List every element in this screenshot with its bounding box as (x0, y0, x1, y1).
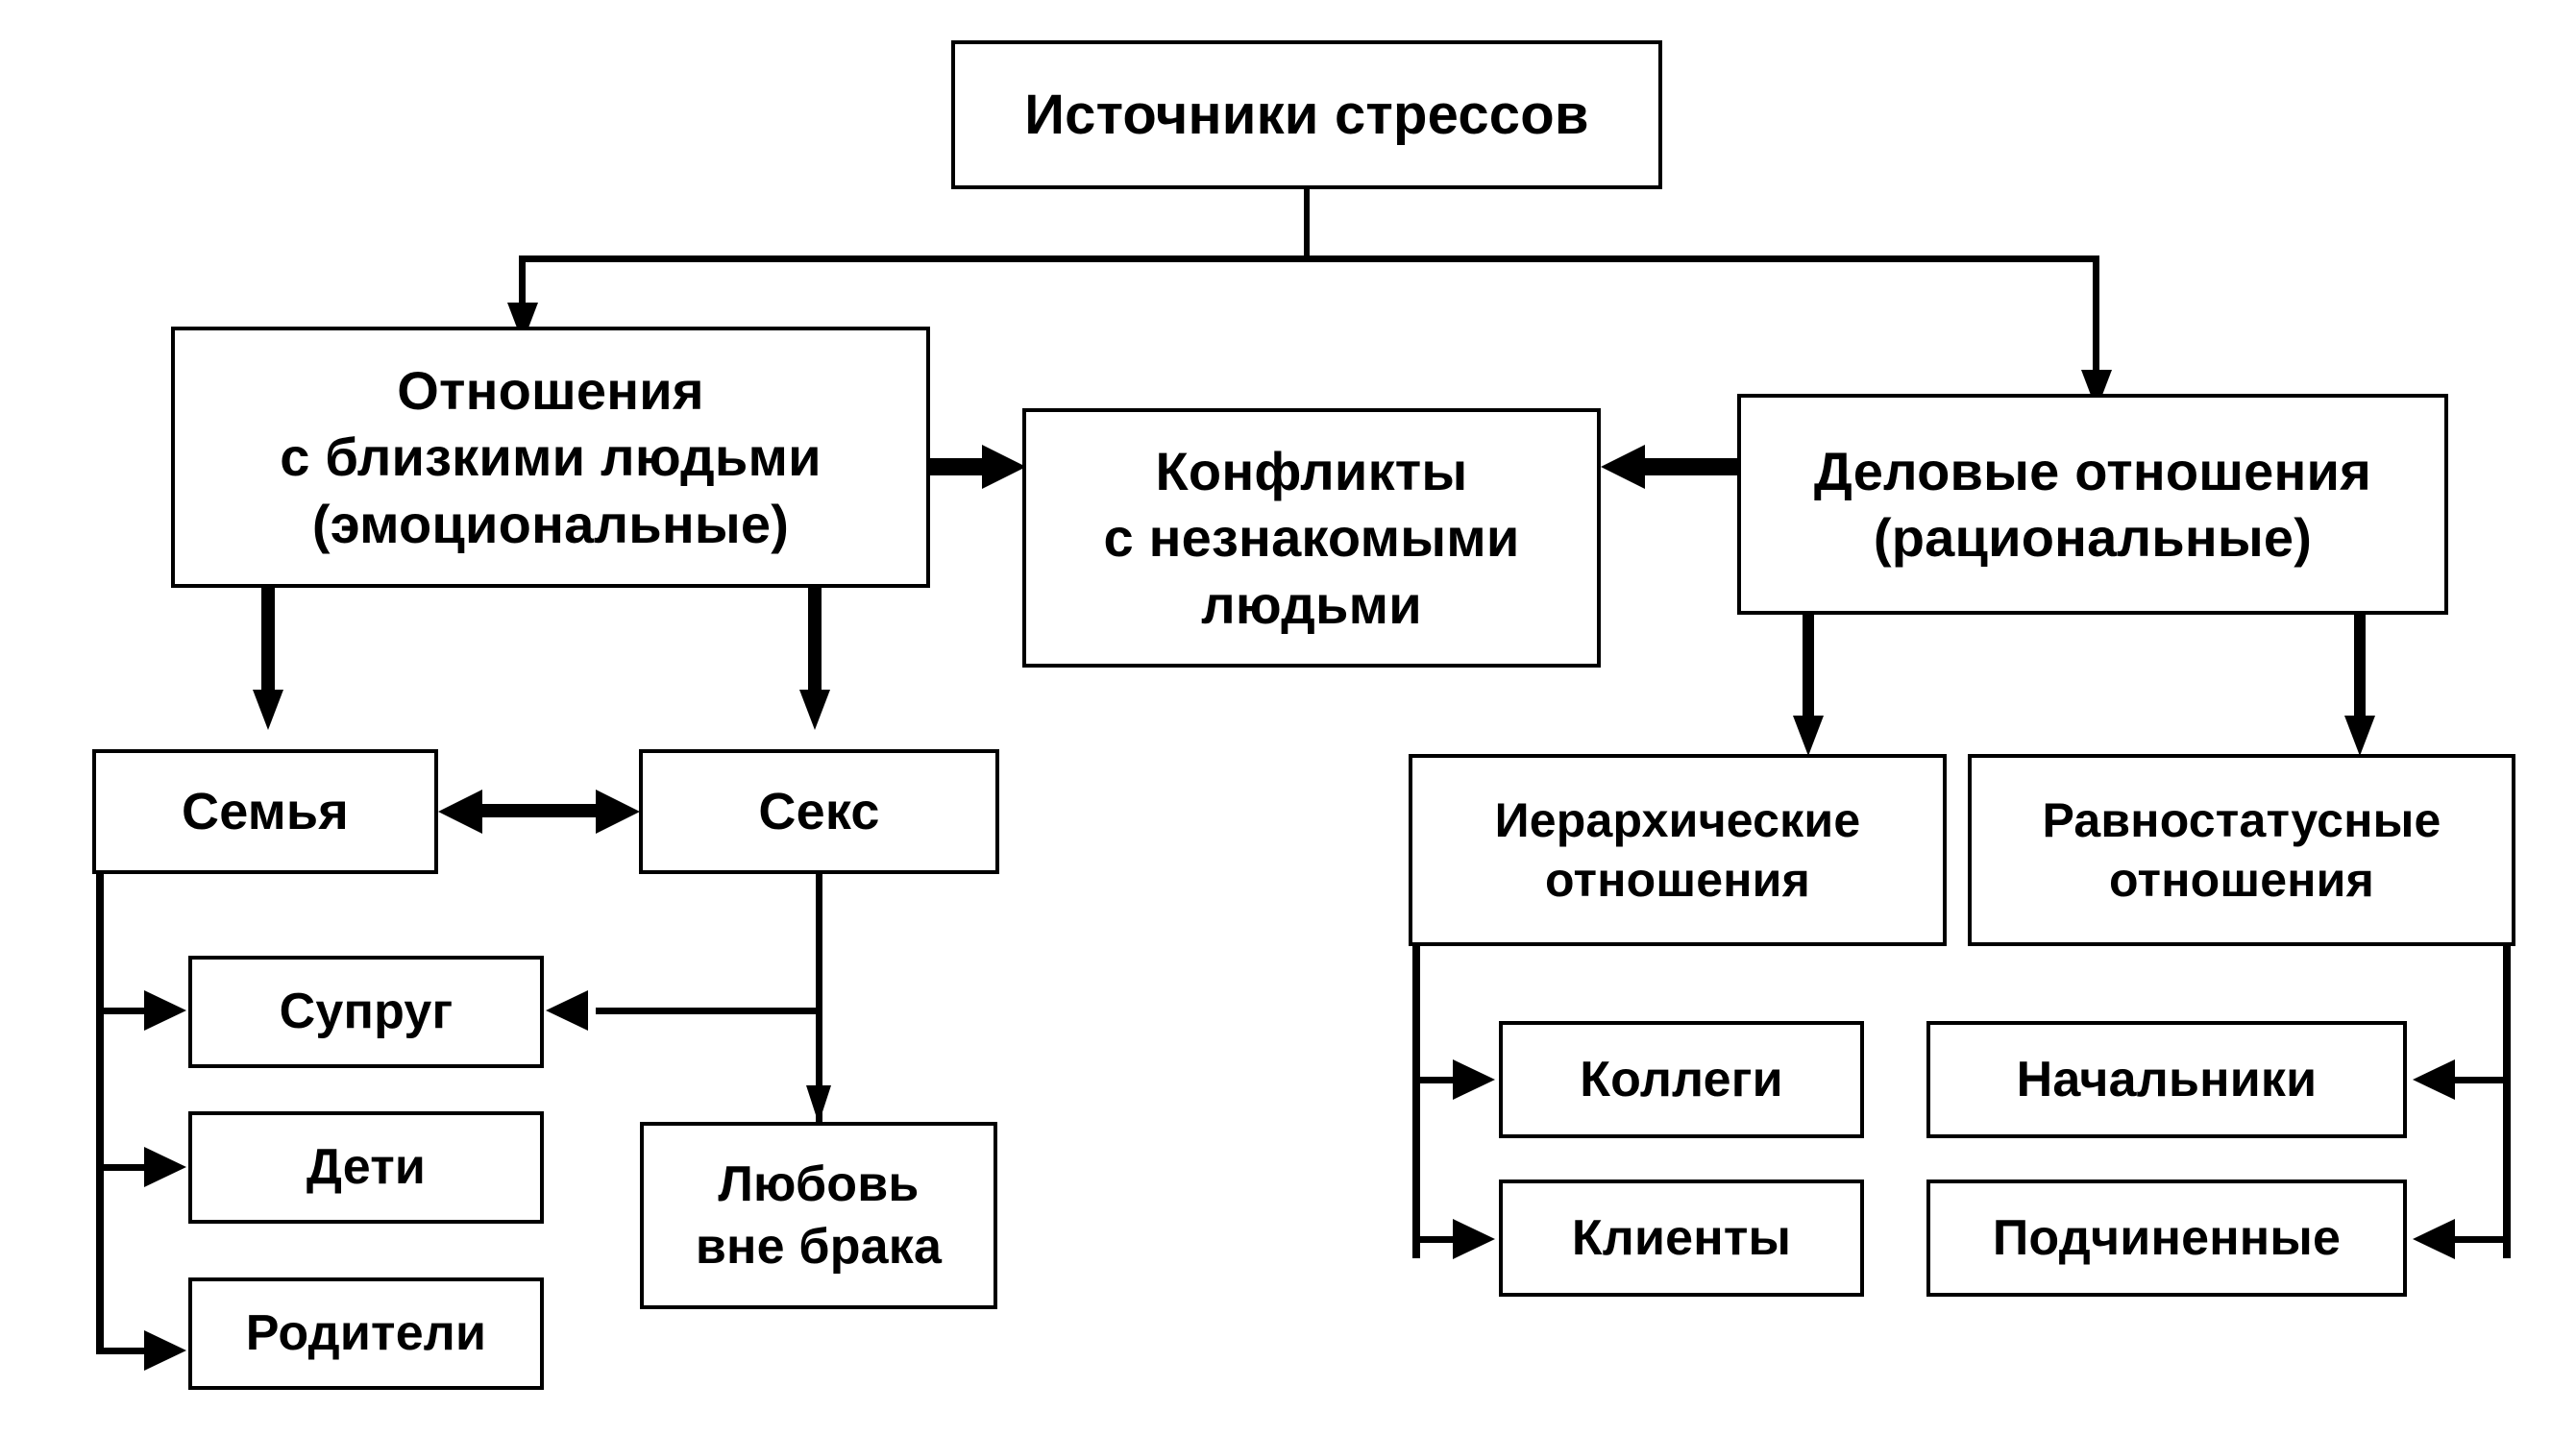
node-business-relations-label: Деловые отношения (рациональные) (1813, 440, 2372, 568)
connector-business-to-conflicts (1645, 458, 1737, 475)
arrow-business-to-equal-status (2344, 716, 2375, 756)
connector-equal-status-bus-vertical (2503, 946, 2511, 1258)
node-hierarchical[interactable]: Иерархические отношения (1409, 754, 1947, 946)
node-children-label: Дети (306, 1139, 427, 1196)
connector-business-to-equal-status-stem (2354, 615, 2366, 720)
node-clients-label: Клиенты (1571, 1209, 1792, 1266)
arrow-hierarchical-to-clients (1453, 1219, 1495, 1259)
arrow-business-relations-to-conflicts (1601, 445, 1645, 489)
node-root[interactable]: Источники стрессов (951, 40, 1662, 189)
node-conflicts-label: Конфликты с незнакомыми людьми (1103, 440, 1520, 635)
node-love-outside-marriage[interactable]: Любовь вне брака (640, 1122, 997, 1309)
connector-close-to-family-stem (261, 588, 275, 693)
arrow-family-to-children (144, 1147, 186, 1187)
arrow-close-relations-to-conflicts (982, 445, 1026, 489)
arrow-equal-status-to-bosses (2413, 1059, 2455, 1100)
connector-equal-status-to-subordinates (2453, 1236, 2511, 1243)
arrow-hierarchical-to-colleagues (1453, 1059, 1495, 1100)
node-parents-label: Родители (245, 1305, 487, 1362)
arrow-close-relations-to-family (253, 690, 283, 730)
node-conflicts[interactable]: Конфликты с незнакомыми людьми (1022, 408, 1601, 668)
connector-hierarchical-bus-vertical (1412, 946, 1420, 1258)
node-close-relations-label: Отношения с близкими людьми (эмоциональн… (280, 359, 822, 554)
connector-root-left-drop (519, 255, 526, 306)
node-clients[interactable]: Клиенты (1499, 1180, 1864, 1297)
connector-family-to-children (96, 1164, 165, 1171)
connector-sex-stem-down (816, 874, 822, 1124)
node-spouse-label: Супруг (279, 984, 454, 1040)
connector-hierarchical-to-clients (1412, 1236, 1470, 1243)
node-spouse[interactable]: Супруг (188, 956, 544, 1068)
connector-root-stem (1304, 189, 1310, 260)
node-sex[interactable]: Секс (639, 749, 999, 874)
node-sex-label: Секс (758, 782, 880, 840)
node-close-relations[interactable]: Отношения с близкими людьми (эмоциональн… (171, 327, 930, 588)
connector-family-bus-vertical (96, 874, 104, 1354)
connector-close-to-sex-stem (808, 588, 822, 693)
connector-sex-to-spouse (596, 1008, 819, 1014)
connector-close-to-conflicts (930, 458, 990, 475)
node-bosses[interactable]: Начальники (1926, 1021, 2407, 1138)
node-family[interactable]: Семья (92, 749, 438, 874)
node-hierarchical-label: Иерархические отношения (1494, 793, 1861, 907)
node-root-label: Источники стрессов (1024, 83, 1589, 146)
node-colleagues-label: Коллеги (1580, 1051, 1783, 1107)
node-equal-status[interactable]: Равностатусные отношения (1968, 754, 2515, 946)
node-parents[interactable]: Родители (188, 1277, 544, 1390)
arrow-equal-status-to-subordinates (2413, 1219, 2455, 1259)
arrow-sex-to-spouse (546, 990, 588, 1031)
node-colleagues[interactable]: Коллеги (1499, 1021, 1864, 1138)
connector-family-to-spouse (96, 1008, 165, 1014)
node-subordinates-label: Подчиненные (1992, 1209, 2342, 1266)
node-bosses-label: Начальники (2016, 1051, 2318, 1107)
node-business-relations[interactable]: Деловые отношения (рациональные) (1737, 394, 2448, 615)
arrow-family-to-parents (144, 1330, 186, 1371)
connector-family-to-parents (96, 1348, 165, 1354)
arrow-sex-to-love-outside-marriage (806, 1085, 831, 1124)
node-equal-status-label: Равностатусные отношения (2042, 793, 2441, 907)
connector-family-sex (477, 804, 601, 817)
connector-root-right-drop (2093, 255, 2099, 374)
connector-equal-status-to-bosses (2453, 1077, 2511, 1083)
node-family-label: Семья (182, 782, 349, 840)
arrow-sex-to-family (438, 790, 482, 834)
connector-hierarchical-to-colleagues (1412, 1077, 1470, 1083)
connector-business-to-hierarchical-stem (1803, 615, 1814, 720)
node-children[interactable]: Дети (188, 1111, 544, 1224)
node-love-outside-marriage-label: Любовь вне брака (695, 1156, 943, 1275)
node-subordinates[interactable]: Подчиненные (1926, 1180, 2407, 1297)
arrow-business-to-hierarchical (1793, 716, 1824, 756)
arrow-family-to-spouse (144, 990, 186, 1031)
arrow-close-relations-to-sex (799, 690, 830, 730)
connector-root-bus (519, 255, 2099, 262)
arrow-family-to-sex (596, 790, 640, 834)
